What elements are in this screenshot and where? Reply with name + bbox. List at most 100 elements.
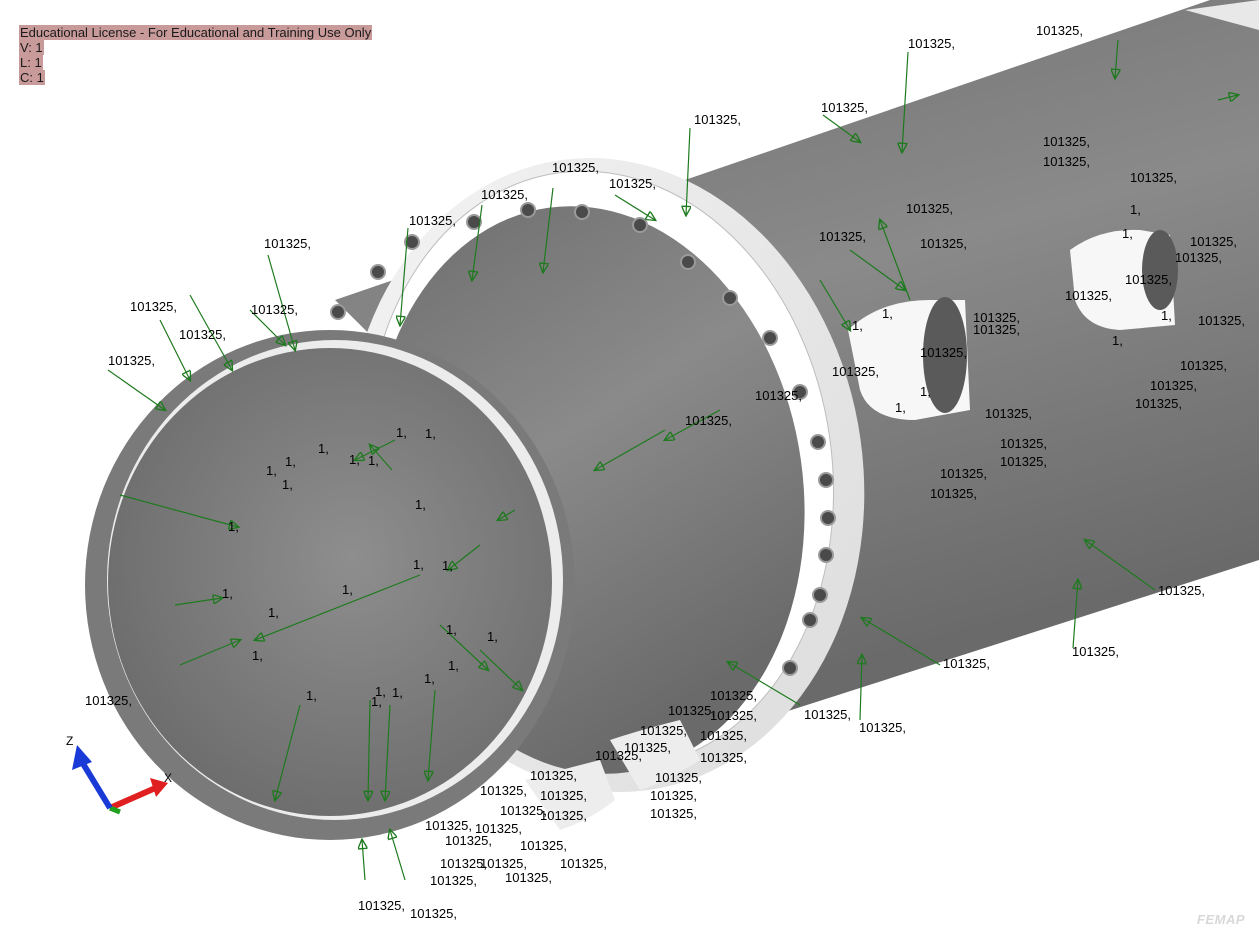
unit-load-label: 1, (442, 558, 453, 573)
pressure-load-label: 101325, (500, 803, 547, 818)
pressure-load-label: 101325, (685, 413, 732, 428)
pressure-load-label: 101325, (481, 187, 528, 202)
load-arrow (174, 598, 222, 606)
pressure-load-label: 101325, (1180, 358, 1227, 373)
pressure-load-label: 101325, (251, 302, 298, 317)
load-arrow (159, 319, 190, 380)
pressure-load-label: 101325, (475, 821, 522, 836)
bolt-hole (782, 660, 798, 676)
pressure-load-label: 101325, (943, 656, 990, 671)
bolt-hole (810, 434, 826, 450)
load-arrow (479, 649, 522, 690)
pressure-load-label: 101325, (668, 703, 715, 718)
unit-load-label: 1, (415, 497, 426, 512)
unit-load-label: 1, (285, 454, 296, 469)
unit-load-label: 1, (1112, 333, 1123, 348)
bolt-hole (818, 472, 834, 488)
bolt-hole (812, 587, 828, 603)
load-arrow (849, 249, 905, 290)
femap-logo: FEMAP (1197, 912, 1245, 927)
pressure-load-label: 101325, (520, 838, 567, 853)
load-arrow (614, 194, 655, 220)
bolt-hole (802, 612, 818, 628)
layer-indicator: L: 1 (19, 55, 43, 70)
load-arrow (819, 279, 850, 330)
bolt-hole (762, 330, 778, 346)
pressure-load-label: 101325, (1190, 234, 1237, 249)
triad-z-label: Z (66, 734, 73, 748)
load-arrow (390, 830, 406, 881)
bolt-hole (330, 304, 346, 320)
pressure-load-label: 101325, (755, 388, 802, 403)
bolt-hole (820, 510, 836, 526)
unit-load-label: 1, (446, 622, 457, 637)
pressure-load-label: 101325, (480, 783, 527, 798)
load-arrow (189, 294, 232, 370)
pressure-load-label: 101325, (1150, 378, 1197, 393)
unit-load-label: 1, (318, 441, 329, 456)
pressure-load-label: 101325, (430, 873, 477, 888)
pressure-load-label: 101325, (1043, 134, 1090, 149)
load-arrow (1217, 95, 1238, 100)
pressure-load-label: 101325, (908, 36, 955, 51)
pressure-load-label: 101325, (973, 310, 1020, 325)
pressure-load-label: 101325, (179, 327, 226, 342)
license-banner: Educational License - For Educational an… (19, 25, 373, 40)
pressure-load-label: 101325, (700, 728, 747, 743)
load-arrow (107, 369, 165, 410)
load-value-labels: 101325, 101325, 101325, 101325, 101325, 10132… (85, 23, 1245, 921)
pressure-load-label: 101325, (552, 160, 599, 175)
pressure-load-label: 101325, (1065, 288, 1112, 303)
pressure-load-label: 101325, (530, 768, 577, 783)
load-arrow (368, 699, 370, 800)
load-arrow (428, 689, 436, 780)
pressure-load-label: 101325, (930, 486, 977, 501)
load-arrow (275, 704, 301, 800)
unit-load-label: 1, (268, 605, 279, 620)
bolt-hole (466, 214, 482, 230)
pressure-load-label: 101325, (700, 750, 747, 765)
unit-load-label: 1, (228, 519, 239, 534)
pressure-load-label: 101325, (108, 353, 155, 368)
pressure-load-label: 101325, (859, 720, 906, 735)
pressure-load-label: 101325, (920, 345, 967, 360)
unit-load-label: 1, (252, 648, 263, 663)
coordinate-triad: Z X (66, 734, 172, 815)
pressure-load-label: 101325, (1000, 436, 1047, 451)
bolt-hole (632, 217, 648, 233)
load-arrow (595, 429, 666, 470)
bolt-hole (818, 547, 834, 563)
pressure-load-label: 101325, (1043, 154, 1090, 169)
bolt-hole (792, 384, 808, 400)
load-arrow (255, 574, 421, 640)
load-arrow (439, 624, 488, 670)
load-arrow (267, 254, 295, 350)
pressure-load-arrows (107, 39, 1238, 881)
nozzle-openings (525, 229, 1178, 830)
unit-load-label: 1, (392, 685, 403, 700)
pressure-load-label: 101325, (906, 201, 953, 216)
load-arrow (400, 227, 409, 325)
pressure-load-label: 101325, (624, 740, 671, 755)
load-arrow (543, 187, 554, 272)
load-arrow (385, 704, 391, 800)
unit-load-label: 1, (222, 586, 233, 601)
pressure-load-label: 101325, (973, 322, 1020, 337)
load-arrow (179, 640, 240, 666)
pressure-load-label: 101325, (1158, 583, 1205, 598)
load-arrow (119, 494, 238, 527)
unit-load-label: 1, (282, 477, 293, 492)
unit-load-label: 1, (920, 384, 931, 399)
unit-load-label: 1, (306, 688, 317, 703)
load-arrow (448, 544, 481, 570)
unit-load-label: 1, (882, 306, 893, 321)
load-arrow (362, 840, 365, 881)
flange-bolts (330, 202, 836, 676)
load-arrow (472, 204, 483, 280)
pressure-load-label: 101325, (694, 112, 741, 127)
load-arrow (498, 509, 516, 520)
pressure-load-label: 101325, (650, 788, 697, 803)
pressure-load-label: 101325, (804, 707, 851, 722)
